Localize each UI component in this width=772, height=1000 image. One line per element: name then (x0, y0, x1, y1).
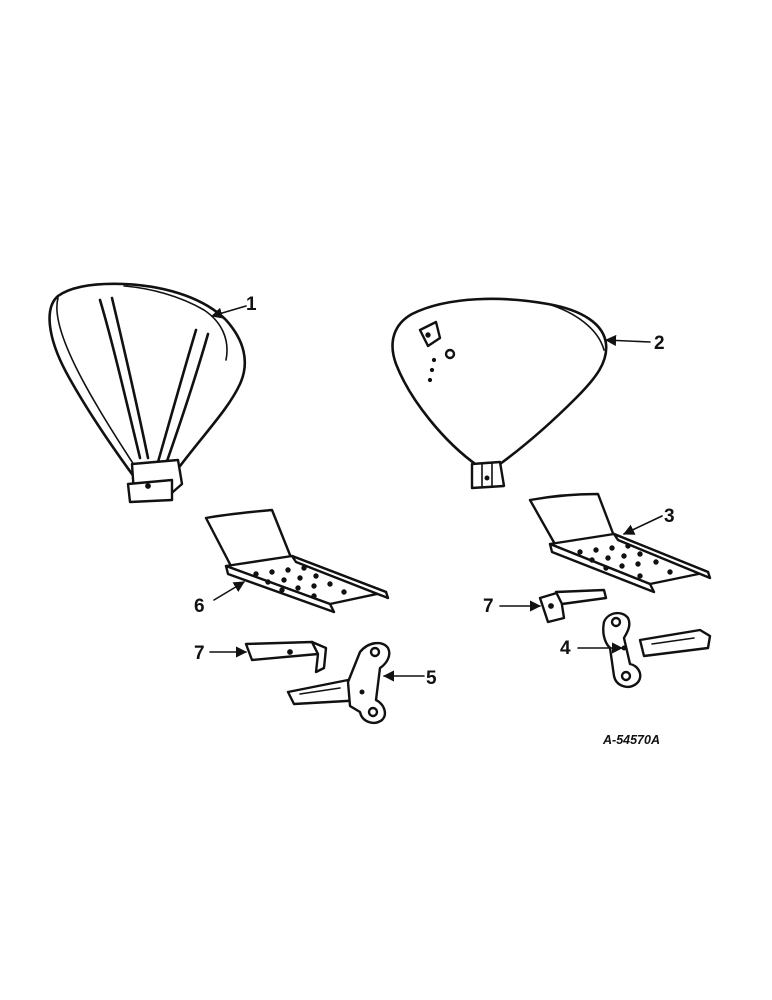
leader-lines (209, 305, 663, 682)
seat-smooth-part-2 (391, 297, 608, 490)
mounting-bracket-part-4 (602, 611, 712, 688)
callout-7-left: 7 (194, 643, 205, 664)
leader-6 (213, 581, 245, 601)
callout-2: 2 (654, 333, 665, 354)
seat-ribbed-part-1 (48, 282, 247, 504)
step-plate-part-6 (204, 508, 390, 614)
drawing-reference-code: A-54570A (602, 733, 660, 747)
angle-bracket-part-7-right (538, 588, 608, 624)
step-plate-part-3 (528, 492, 712, 594)
mounting-bracket-part-5 (286, 641, 391, 724)
leader-2 (604, 334, 651, 347)
callout-4: 4 (560, 638, 571, 659)
callout-5: 5 (426, 668, 437, 689)
leader-1 (210, 305, 247, 319)
callout-6: 6 (194, 596, 205, 617)
callout-labels: 1 2 3 4 5 6 7 7 (194, 294, 675, 689)
callout-7-right: 7 (483, 596, 494, 617)
angle-bracket-part-7-left (244, 640, 328, 674)
leader-3 (622, 515, 663, 535)
callout-1: 1 (246, 294, 257, 315)
callout-3: 3 (664, 506, 675, 527)
